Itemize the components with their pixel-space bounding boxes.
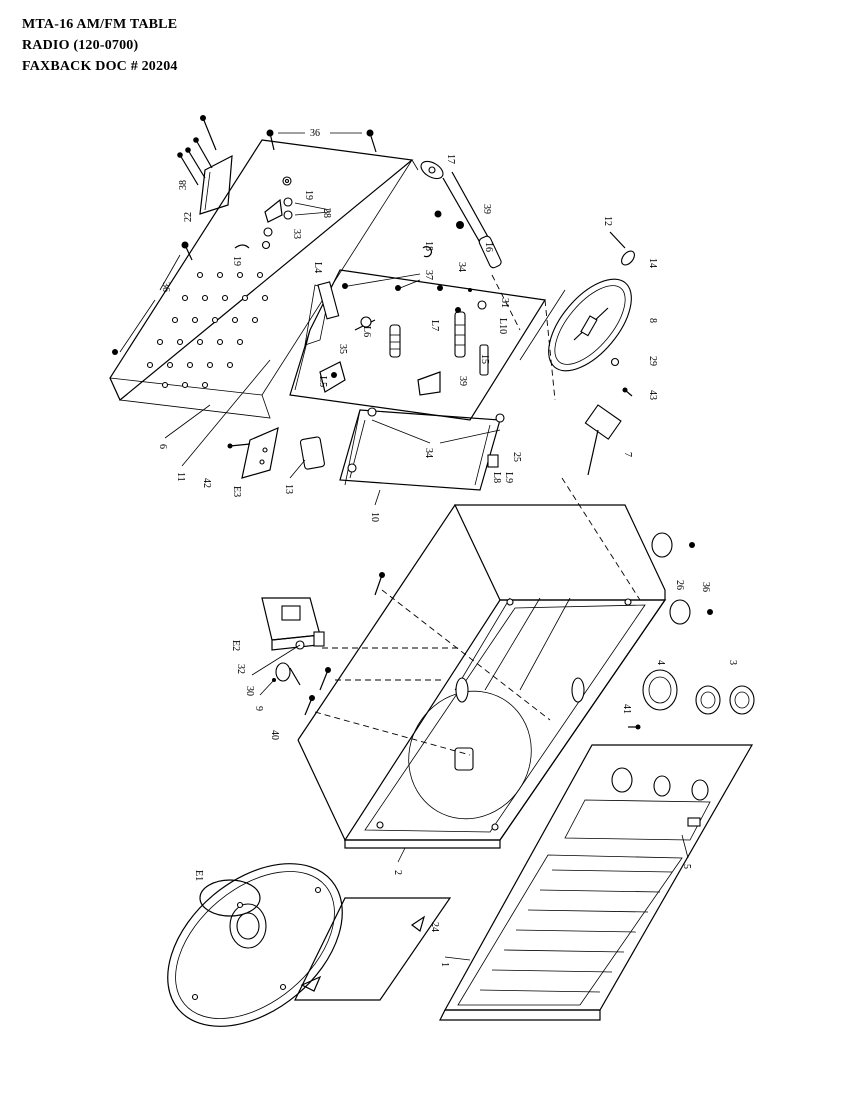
header-title-line1: MTA-16 AM/FM TABLE — [22, 17, 178, 32]
label-L9: L9 — [503, 472, 514, 483]
chassis-board-holes — [146, 271, 269, 389]
label-31: 31 — [499, 298, 510, 308]
label-36a: 36 — [310, 128, 320, 139]
label-7: 7 — [622, 452, 633, 457]
label-11: 11 — [175, 472, 186, 482]
label-18: 18 — [423, 241, 434, 251]
label-24: 24 — [429, 922, 440, 932]
label-15: 15 — [479, 354, 490, 364]
main-pcb — [289, 269, 546, 421]
label-26: 26 — [674, 580, 685, 590]
label-13: 13 — [283, 484, 294, 494]
label-E1: E1 — [193, 870, 204, 881]
label-34b: 34 — [423, 448, 434, 458]
label-43: 43 — [647, 390, 658, 400]
label-19a: 19 — [303, 190, 314, 200]
label-9: 9 — [253, 706, 264, 711]
label-8: 8 — [647, 318, 658, 323]
front-panel-1 — [439, 744, 754, 1021]
screws-40-and-leader-lines — [304, 477, 641, 756]
label-2: 2 — [392, 870, 403, 875]
document-header: MTA-16 AM/FM TABLE RADIO (120-0700) FAXB… — [22, 14, 178, 77]
leader-lines — [164, 359, 689, 961]
chassis-board — [109, 139, 419, 419]
label-10: 10 — [369, 512, 380, 522]
label-30: 30 — [244, 686, 255, 696]
header-title-line2: RADIO (120-0700) — [22, 38, 139, 53]
label-37: 37 — [423, 270, 434, 280]
label-L5: L5 — [317, 376, 328, 387]
label-L4: L4 — [312, 262, 323, 273]
label-6: 6 — [157, 444, 168, 449]
label-1: 1 — [439, 962, 450, 967]
label-34a: 34 — [456, 262, 467, 272]
coil-board-e3 — [227, 427, 325, 479]
label-5: 5 — [681, 864, 692, 869]
speaker-e1 — [167, 863, 343, 1027]
label-22: 22 — [183, 212, 194, 222]
coils-l6-l7 — [389, 307, 489, 376]
label-14: 14 — [647, 258, 658, 268]
label-38: 38 — [178, 180, 189, 190]
screws-top — [112, 129, 377, 355]
label-12: 12 — [602, 216, 613, 226]
label-39a: 39 — [481, 204, 492, 214]
parts-37-34-31 — [342, 273, 487, 310]
feet-26 — [651, 532, 713, 625]
label-L7: L7 — [429, 320, 440, 331]
label-36c: 36 — [700, 582, 711, 592]
cabinet-2 — [297, 504, 667, 849]
potentiometer-9 — [272, 662, 301, 686]
label-16: 16 — [483, 242, 494, 252]
label-29: 29 — [647, 356, 658, 366]
label-E2: E2 — [230, 640, 241, 651]
label-25: 25 — [511, 452, 522, 462]
header-doc-number: FAXBACK DOC # 20204 — [22, 59, 178, 74]
label-35: 35 — [337, 344, 348, 354]
label-L6: L6 — [361, 326, 372, 337]
label-L10: L10 — [497, 318, 508, 334]
chassis-frame-10 — [339, 299, 556, 491]
label-40: 40 — [269, 730, 280, 740]
label-4: 4 — [655, 660, 666, 665]
label-39b: 39 — [457, 376, 468, 386]
label-41: 41 — [621, 704, 632, 714]
knobs-3-4 — [628, 669, 755, 730]
label-42: 42 — [201, 478, 212, 488]
label-32: 32 — [235, 664, 246, 674]
coil-l5-and-bracket — [319, 361, 441, 396]
switch-part-7 — [584, 404, 622, 476]
label-3: 3 — [727, 660, 738, 665]
transformer-e2 — [261, 597, 325, 651]
label-33: 33 — [291, 229, 302, 239]
part-labels: 36 38 22 19 28 33 19 36 17 39 18 16 L4 3… — [157, 128, 738, 967]
grille-cloth-24 — [294, 897, 452, 1001]
label-28: 28 — [321, 208, 332, 218]
label-E3: E3 — [231, 486, 242, 497]
label-17: 17 — [445, 154, 456, 164]
bracket-22 — [177, 115, 233, 215]
label-19b: 19 — [231, 256, 242, 266]
label-36b: 36 — [160, 282, 171, 292]
small-parts-19-28-33 — [234, 176, 331, 250]
label-L8: L8 — [491, 472, 502, 483]
tuning-shaft — [420, 160, 521, 331]
dial-drum-8 — [519, 231, 635, 397]
